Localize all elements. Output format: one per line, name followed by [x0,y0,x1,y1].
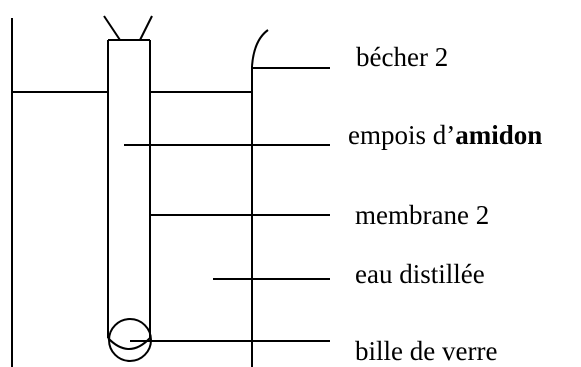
empois-label-prefix: empois d’ [348,120,455,150]
empois-label-bold: amidon [455,120,542,150]
tube-tie-left [103,15,121,41]
empois-label: empois d’amidon [348,120,542,150]
tube-tie-right [139,15,153,41]
beaker-2-rim [251,29,269,67]
tube-bottom-curve [107,337,151,350]
membrane-label: membrane 2 [355,200,489,230]
bille-label: bille de verre [355,336,497,366]
eau-label: eau distillée [355,259,485,289]
becher-label: bécher 2 [356,42,448,72]
